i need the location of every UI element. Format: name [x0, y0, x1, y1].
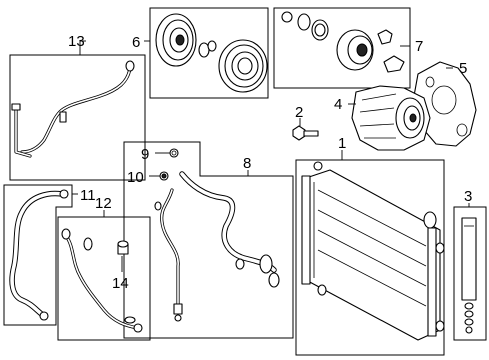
callout-14: 14 [112, 275, 129, 292]
callout-10: 10 [127, 169, 144, 186]
valve-14 [117, 240, 129, 255]
receiver-drier-3 [461, 217, 477, 334]
callout-1: 1 [338, 135, 346, 152]
compressor-4 [351, 85, 431, 151]
callout-6: 6 [132, 34, 140, 51]
callout-5: 5 [459, 60, 467, 77]
box-12-line [57, 216, 151, 341]
callout-9: 9 [141, 146, 149, 163]
callout-4: 4 [334, 96, 342, 113]
liquid-line-12 [61, 228, 143, 333]
leader-lines [72, 40, 470, 272]
fitting-9 [169, 148, 179, 158]
clutch-pulley-6 [155, 13, 268, 93]
box-6-clutch [149, 7, 269, 99]
ac-line-13 [11, 60, 135, 158]
callout-11: 11 [80, 187, 96, 204]
callout-3: 3 [464, 188, 472, 205]
callout-2: 2 [295, 104, 303, 121]
fitting-10 [159, 171, 169, 181]
box-13-line [9, 54, 146, 181]
suction-hose-8 [154, 171, 280, 322]
clutch-components-7 [281, 11, 405, 73]
box-3-drier [453, 206, 487, 341]
box-11-hose [3, 184, 73, 326]
callout-7: 7 [415, 38, 423, 55]
box-1-condenser [295, 159, 445, 356]
discharge-hose-11 [9, 189, 69, 321]
callout-12: 12 [95, 195, 112, 212]
box-8-hose [123, 141, 294, 339]
box-7-clutch-parts [273, 7, 411, 89]
callout-8: 8 [243, 155, 251, 172]
condenser-1 [301, 161, 445, 341]
bolt-2 [292, 125, 319, 141]
callout-13: 13 [68, 33, 85, 50]
